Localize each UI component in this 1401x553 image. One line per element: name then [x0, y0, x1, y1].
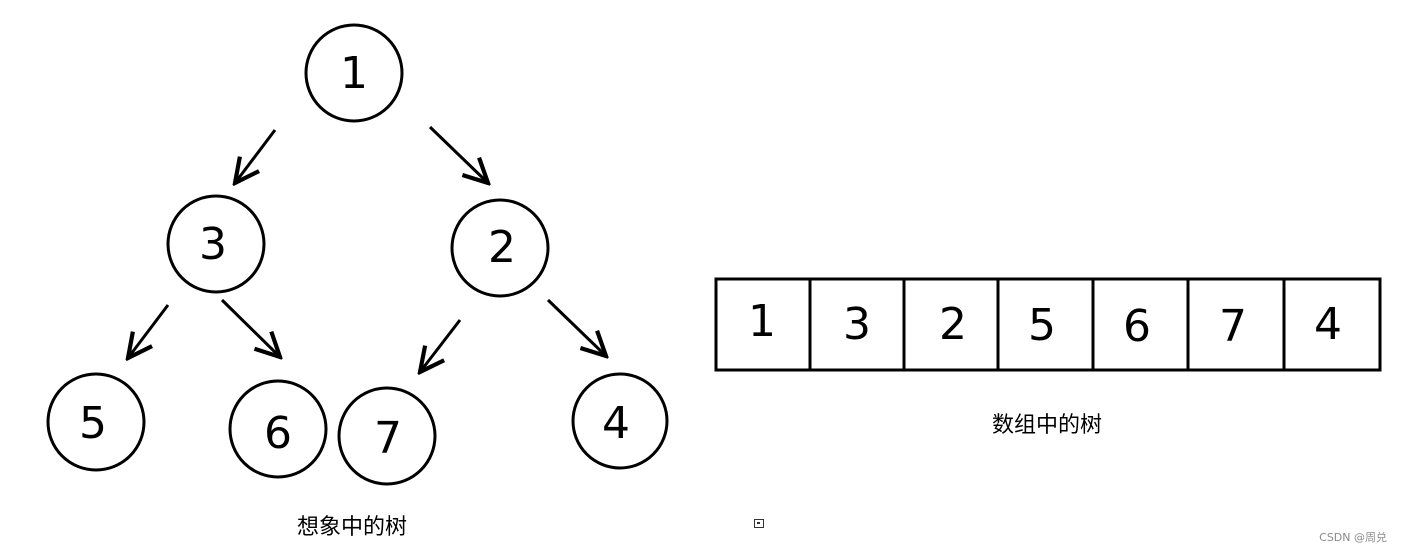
tree-node-6: 6	[228, 379, 328, 479]
edge-3-to-5	[128, 304, 170, 358]
array-caption: 数组中的树	[992, 413, 1103, 438]
node-label: 6	[264, 408, 292, 459]
node-circle	[450, 198, 550, 298]
node-circle	[46, 372, 146, 472]
array-cell-4: 6	[1123, 301, 1151, 352]
node-label: 2	[488, 222, 516, 273]
tree-caption: 想象中的树	[297, 515, 408, 540]
node-circle	[571, 372, 669, 470]
tree-node-7: 7	[337, 386, 437, 486]
tree-node-2: 2	[450, 198, 550, 298]
node-label: 3	[199, 219, 227, 270]
array-cell-1: 3	[843, 299, 871, 350]
array-outline	[714, 277, 1382, 372]
tree-edges	[128, 125, 606, 372]
image-placeholder-icon	[754, 519, 764, 528]
array-cell-3: 5	[1028, 300, 1056, 351]
watermark: CSDN @周兑	[1319, 531, 1387, 544]
node-label: 7	[374, 413, 402, 464]
edge-2-to-4	[546, 298, 606, 356]
node-label: 5	[79, 398, 107, 449]
node-circle	[166, 194, 266, 294]
tree-node-1: 1	[304, 23, 404, 123]
node-label: 4	[602, 398, 630, 449]
node-circle	[337, 386, 437, 486]
node-circle	[228, 379, 328, 479]
node-circle	[304, 23, 404, 123]
tree-node-5: 5	[46, 372, 146, 472]
edge-3-to-6	[220, 298, 280, 357]
array-cell-0: 1	[748, 296, 776, 347]
array-row: 1 3 2 5 6 7 4	[714, 277, 1382, 372]
edge-2-to-7	[420, 319, 462, 372]
edge-1-to-2	[428, 125, 488, 183]
array-cell-2: 2	[939, 299, 967, 350]
tree-node-3: 3	[166, 194, 266, 294]
tree-node-4: 4	[571, 372, 669, 470]
array-cell-5: 7	[1219, 301, 1247, 352]
node-label: 1	[340, 48, 368, 99]
edge-1-to-3	[235, 129, 277, 183]
array-cell-6: 4	[1314, 299, 1342, 350]
